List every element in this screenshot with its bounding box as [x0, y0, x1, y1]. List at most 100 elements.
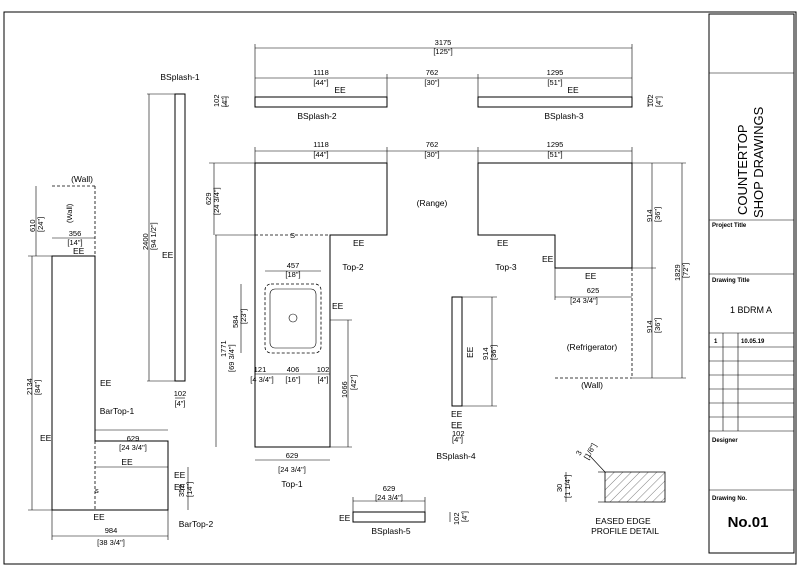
- project-title-label: Project Title: [712, 223, 747, 229]
- dim-1-25in: [1 1/4"]: [563, 474, 572, 498]
- dim-24-75in-bs5: [24 3/4"]: [375, 493, 403, 502]
- dim-24-75in-top1: [24 3/4"]: [278, 465, 306, 474]
- ee-mark: EE: [334, 85, 346, 95]
- dim-457: 457: [287, 261, 300, 270]
- dim-4in-sink: [4"]: [317, 375, 328, 384]
- dim-629-bar: 629: [127, 434, 140, 443]
- dim-762-b: 762: [426, 140, 439, 149]
- dim-1771: 1771: [219, 340, 228, 357]
- drawing-title-label: Drawing Title: [712, 278, 750, 284]
- detail-title-1: EASED EDGE: [595, 516, 651, 526]
- title-line-1: COUNTERTOP: [735, 124, 750, 215]
- dim-4in-bs3: [4"]: [654, 96, 663, 107]
- kitchen-top-dimensions: 1118 [44"] 762 [30"] 1295 [51"]: [254, 140, 633, 163]
- sink-drain-icon: [288, 313, 298, 323]
- top-2-and-top-1: S 629 [24 3/4"] EE Top-2 EE 457 [18"] 58…: [204, 162, 388, 489]
- dim-1066: 1066: [340, 381, 349, 398]
- top-1-label: Top-1: [281, 479, 303, 489]
- dim-629-bs5: 629: [383, 484, 396, 493]
- ee-mark: EE: [174, 482, 186, 492]
- dim-102-bs3: 102: [646, 94, 655, 107]
- ee-mark: EE: [121, 457, 133, 467]
- dim-1295-b: 1295: [547, 140, 564, 149]
- ee-mark: EE: [162, 250, 174, 260]
- dim-102-bs4: 102: [452, 429, 465, 438]
- dim-762-a: 762: [426, 68, 439, 77]
- dim-4in-bs4: [4"]: [452, 435, 463, 444]
- range-label: (Range): [417, 198, 448, 208]
- seam-mark: s: [95, 486, 99, 495]
- detail-title-2: PROFILE DETAIL: [591, 526, 659, 536]
- ee-mark: EE: [174, 470, 186, 480]
- dim-14in: [14"]: [67, 238, 82, 247]
- ee-mark: EE: [73, 246, 85, 256]
- overall-dimension: 3175 [125"]: [254, 38, 633, 98]
- dim-24-75in-top2: [24 3/4"]: [212, 187, 221, 215]
- dim-584: 584: [231, 315, 240, 328]
- dim-629-top1: 629: [286, 451, 299, 460]
- dim-3: 3: [574, 449, 584, 457]
- dim-914-bs4: 914: [481, 347, 490, 360]
- dim-24-75in-bar: [24 3/4"]: [119, 443, 147, 452]
- bsplash-3-label: BSplash-3: [544, 111, 583, 121]
- bartop-1-label: BarTop-1: [100, 406, 135, 416]
- wall-label-vertical: (Wall): [65, 203, 74, 223]
- dim-24in-bar: [24"]: [36, 217, 45, 232]
- dim-51in-b: [51"]: [547, 150, 562, 159]
- dim-984: 984: [105, 526, 118, 535]
- bsplash-3: EE BSplash-3 102 [4"]: [477, 85, 663, 121]
- dim-102-bs5: 102: [452, 512, 461, 525]
- revision-number: 1: [714, 339, 718, 345]
- top-2-label: Top-2: [342, 262, 364, 272]
- ee-mark: EE: [451, 409, 463, 419]
- bsplash-top-dimensions: 1118 [44"] 762 [30"] 1295 [51"]: [255, 68, 632, 98]
- dim-44in-a: [44"]: [313, 78, 328, 87]
- bsplash-1-label: BSplash-1: [160, 72, 199, 82]
- top-3-label: Top-3: [495, 262, 517, 272]
- dim-4in-bs2: [4"]: [220, 96, 229, 107]
- dim-352: 352: [177, 484, 186, 497]
- dim-1118-b: 1118: [313, 140, 329, 149]
- drawing-title-value: 1 BDRM A: [730, 305, 772, 315]
- dim-1829: 1829: [673, 264, 682, 281]
- designer-label: Designer: [712, 438, 738, 444]
- dim-4in-bs5: [4"]: [460, 511, 469, 522]
- dim-102-bs1: 102: [174, 389, 187, 398]
- dim-914-lower: 914: [645, 320, 654, 333]
- bsplash-4: EE 914 [36"] EE EE 102 [4"] BSplash-4: [436, 296, 498, 461]
- bsplash-1: 2400 [94 1/2"] EE BSplash-1 102 [4"]: [141, 72, 200, 408]
- dim-eighth-in: [1/8"]: [582, 442, 598, 461]
- ee-mark: EE: [497, 238, 509, 248]
- dim-69-75in: [69 3/4"]: [227, 344, 236, 372]
- revision-date: 10.05.19: [741, 339, 765, 345]
- wall-label-top: (Wall): [71, 174, 93, 184]
- dim-406: 406: [287, 365, 300, 374]
- dim-14in-bar2: [14"]: [185, 482, 194, 497]
- dim-121: 121: [254, 365, 267, 374]
- dim-30in-a: [30"]: [424, 78, 439, 87]
- dim-356: 356: [69, 229, 82, 238]
- ee-mark: EE: [40, 433, 52, 443]
- dim-629-top2: 629: [204, 192, 213, 205]
- dim-36in-upper: [36"]: [653, 207, 662, 222]
- dim-30in-b: [30"]: [424, 150, 439, 159]
- bsplash-4-label: BSplash-4: [436, 451, 475, 461]
- drawing-no-label: Drawing No.: [712, 496, 747, 502]
- dim-625: 625: [587, 286, 600, 295]
- dim-94-5in: [94 1/2"]: [149, 222, 158, 250]
- ee-mark: EE: [332, 301, 344, 311]
- ee-mark: EE: [100, 378, 112, 388]
- sheet-border: [3, 11, 797, 565]
- dim-2400: 2400: [141, 233, 150, 250]
- ee-mark: EE: [465, 346, 475, 358]
- dim-3175: 3175: [435, 38, 452, 47]
- dim-36in-bs4: [36"]: [489, 345, 498, 360]
- bsplash-5: 629 [24 3/4"] EE 102 [4"] BSplash-5: [339, 484, 469, 536]
- dim-4in-bs1: [4"]: [174, 399, 185, 408]
- dim-18in: [18"]: [285, 270, 300, 279]
- sink-cutout: [264, 283, 322, 354]
- sink-bowl: [269, 288, 317, 349]
- bartop-2-label: BarTop-2: [179, 519, 214, 529]
